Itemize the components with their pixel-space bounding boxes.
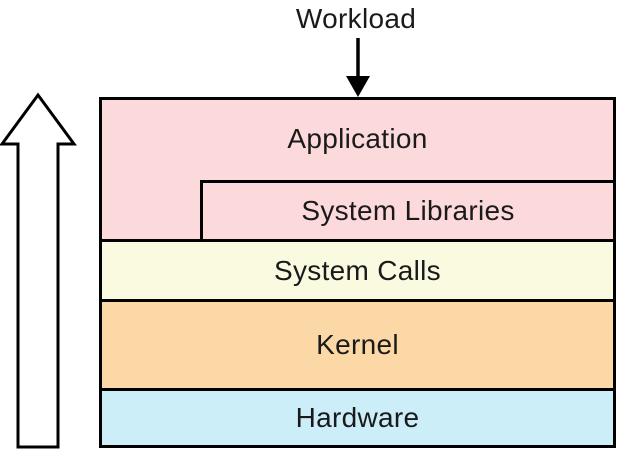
application-label-row: Application <box>102 100 613 178</box>
layer-system-calls: System Calls <box>102 239 613 299</box>
workload-down-arrow-icon <box>346 38 370 97</box>
workload-label: Workload <box>295 3 417 34</box>
layer-system-libraries: System Libraries <box>200 180 613 239</box>
system-calls-label: System Calls <box>274 254 441 286</box>
system-libraries-label: System Libraries <box>301 195 515 226</box>
hardware-label: Hardware <box>295 402 420 433</box>
flow-direction-up-arrow-icon <box>0 92 77 449</box>
stack-box: Application System Libraries System Call… <box>99 97 616 448</box>
kernel-label: Kernel <box>316 329 399 360</box>
layer-hardware: Hardware <box>102 388 613 445</box>
application-label: Application <box>287 123 428 154</box>
layer-kernel: Kernel <box>102 299 613 388</box>
